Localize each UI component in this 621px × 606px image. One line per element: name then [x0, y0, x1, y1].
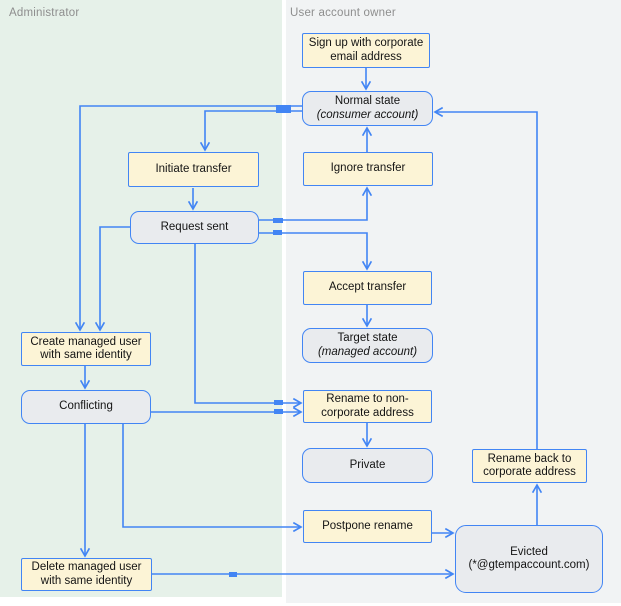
node-label: Conflicting [59, 400, 113, 413]
lane-label-administrator: Administrator [9, 7, 80, 19]
node-rename-back-to-corporate: Rename back to corporate address [472, 449, 587, 483]
node-label: Rename back to [487, 452, 572, 465]
node-evicted: Evicted (*@gtempaccount.com) [455, 525, 603, 593]
node-label: Postpone rename [322, 519, 413, 532]
node-sign-up-with-corporate-email: Sign up with corporate email address [302, 33, 430, 68]
node-label: Initiate transfer [155, 162, 232, 175]
node-label: Create managed user [30, 335, 142, 348]
node-label: Evicted [510, 545, 548, 558]
node-sublabel: (managed account) [317, 345, 418, 358]
node-postpone-rename: Postpone rename [303, 510, 432, 543]
node-label: Ignore transfer [330, 162, 406, 175]
node-label: Sign up with corporate [308, 37, 424, 49]
node-conflicting: Conflicting [21, 390, 151, 424]
node-initiate-transfer: Initiate transfer [128, 152, 259, 187]
node-normal-state: Normal state (consumer account) [302, 91, 433, 126]
node-request-sent: Request sent [130, 211, 259, 244]
node-accept-transfer: Accept transfer [303, 271, 432, 305]
node-label-line2: corporate address [483, 466, 576, 478]
node-label: Target state [337, 332, 398, 344]
node-label-line2: corporate address [321, 406, 414, 419]
node-label-line2: email address [330, 50, 402, 63]
node-label: Normal state [334, 95, 401, 107]
node-target-state: Target state (managed account) [302, 328, 433, 363]
node-ignore-transfer: Ignore transfer [303, 152, 433, 186]
node-rename-to-non-corporate: Rename to non- corporate address [303, 390, 432, 423]
node-create-managed-user: Create managed user with same identity [21, 332, 151, 366]
node-sublabel: (consumer account) [316, 108, 419, 121]
node-label-line2: with same identity [40, 349, 132, 361]
node-label: Request sent [160, 220, 229, 233]
node-sublabel: (*@gtempaccount.com) [468, 559, 590, 571]
node-label: Private [349, 458, 386, 471]
node-label-line2: with same identity [40, 574, 133, 587]
node-delete-managed-user: Delete managed user with same identity [21, 558, 152, 591]
node-label: Delete managed user [31, 561, 142, 573]
node-label: Rename to non- [326, 393, 409, 405]
lane-label-user-account-owner: User account owner [290, 7, 396, 19]
node-private: Private [302, 448, 433, 483]
node-label: Accept transfer [328, 281, 407, 294]
lane-administrator [0, 0, 282, 597]
